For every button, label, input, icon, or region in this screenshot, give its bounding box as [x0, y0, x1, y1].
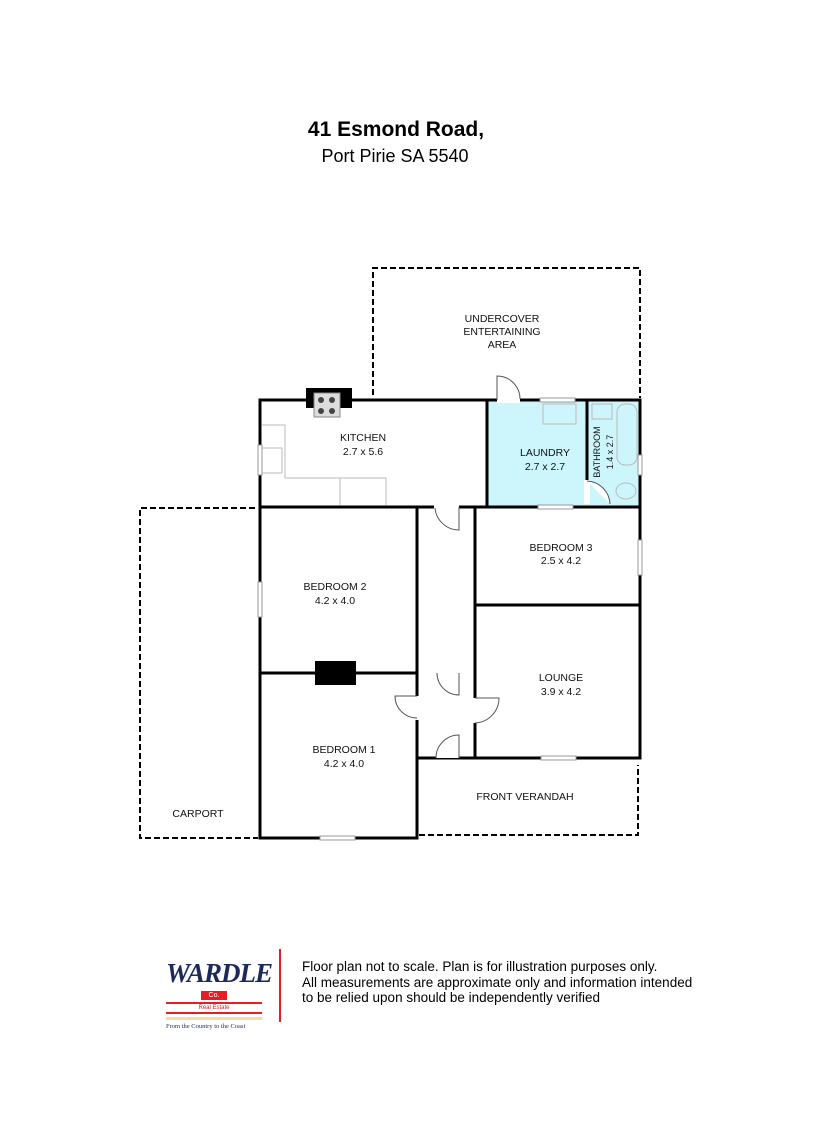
undercover-label-1: UNDERCOVER [465, 313, 540, 325]
bedroom2-label: BEDROOM 2 [303, 581, 366, 593]
window [257, 581, 263, 618]
toilet-icon [615, 482, 637, 500]
kitchen-sink-icon [261, 447, 283, 474]
logo-bar [166, 1017, 262, 1020]
fireplace [315, 661, 356, 685]
verandah-label: FRONT VERANDAH [476, 791, 573, 803]
basin-icon [591, 403, 613, 420]
logo-tagline: From the Country to the Coast [166, 1023, 246, 1030]
disclaimer-line: All measurements are approximate only an… [302, 974, 693, 990]
window [637, 454, 643, 476]
lounge-label: LOUNGE [539, 672, 583, 684]
footer-divider [279, 949, 281, 1022]
laundry-label: LAUNDRY [520, 447, 570, 459]
stove-icon [313, 392, 341, 418]
address-line-1: 41 Esmond Road, [307, 118, 485, 141]
disclaimer-line: Floor plan not to scale. Plan is for ill… [302, 959, 658, 974]
verandah-outline [419, 765, 639, 836]
logo-co: Co. [200, 991, 228, 1000]
laundry-size: 2.7 x 2.7 [525, 461, 565, 473]
disclaimer-line: to be relied upon should be independentl… [302, 990, 600, 1005]
kitchen-size: 2.7 x 5.6 [343, 446, 383, 458]
laundry-bathroom-fill [487, 400, 640, 507]
laundry-tub-icon [542, 403, 577, 425]
bedroom3-size: 2.5 x 4.2 [541, 555, 581, 567]
undercover-label-2: ENTERTAINING [463, 326, 540, 338]
kitchen-label: KITCHEN [340, 432, 386, 444]
bathroom-label: BATHROOM [592, 426, 602, 477]
bathtub-icon [616, 403, 638, 466]
window [637, 539, 643, 576]
carport-outline [139, 507, 258, 839]
window [537, 504, 574, 510]
carport-label: CARPORT [172, 808, 224, 820]
logo-subtitle: Real Estate [166, 1002, 262, 1014]
lounge-size: 3.9 x 4.2 [541, 686, 581, 698]
bedroom1-size: 4.2 x 4.0 [324, 758, 364, 770]
logo-word: WARDLE [166, 958, 273, 988]
bedroom2-size: 4.2 x 4.0 [315, 595, 355, 607]
disclaimer: Floor plan not to scale. Plan is for ill… [302, 959, 692, 1006]
address-line-2: Port Pirie SA 5540 [321, 146, 469, 166]
window [257, 444, 263, 476]
bedroom1-label: BEDROOM 1 [312, 744, 375, 756]
window [540, 755, 577, 761]
undercover-area-outline [372, 267, 641, 398]
kitchen-bench [262, 424, 387, 505]
undercover-label-3: AREA [488, 339, 517, 351]
doors [394, 375, 611, 759]
window [319, 835, 356, 841]
bedroom3-label: BEDROOM 3 [529, 542, 592, 554]
bathroom-size: 1.4 x 2.7 [605, 435, 615, 470]
agency-logo: WARDLE Co. Real Estate From the Country … [166, 958, 273, 1031]
window [539, 397, 576, 403]
